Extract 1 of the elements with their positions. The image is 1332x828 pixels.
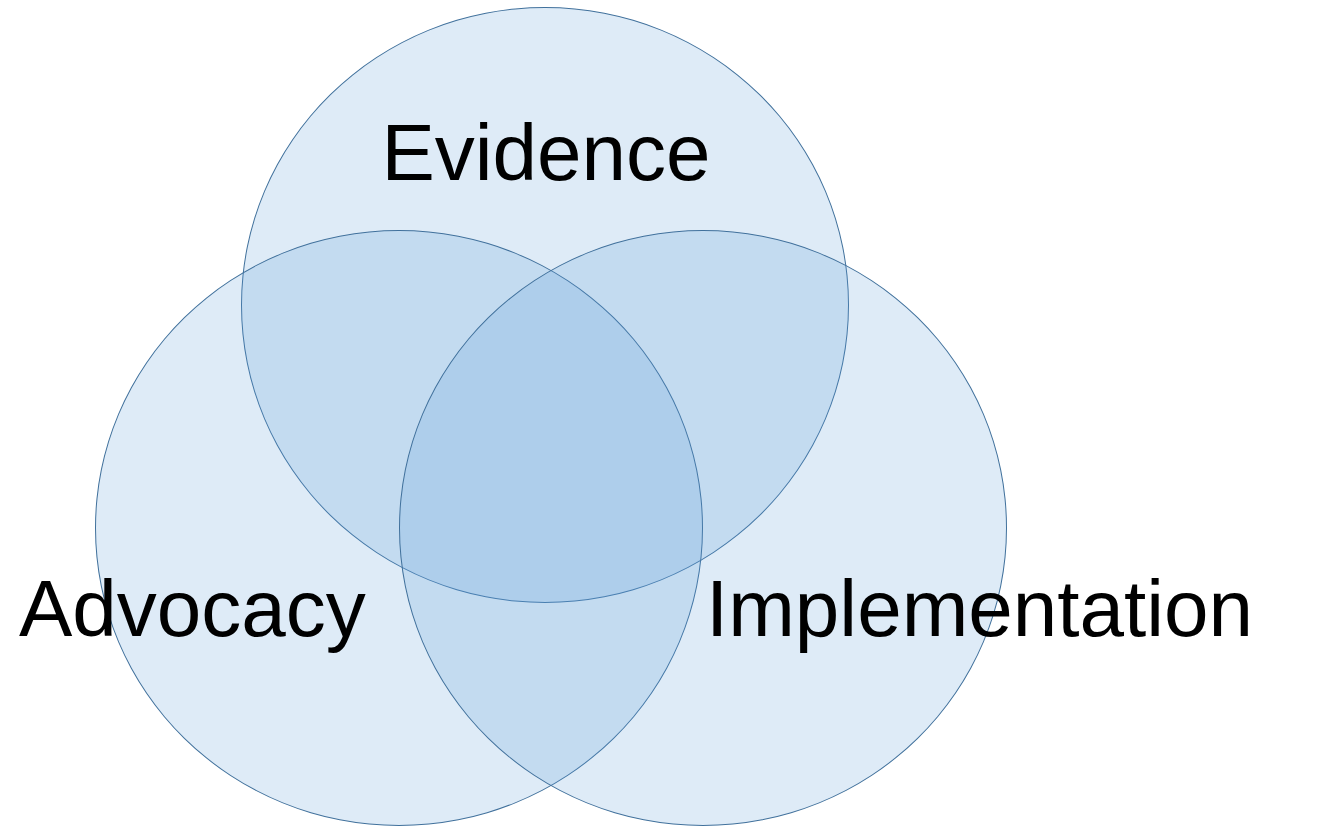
circle-label: Evidence [381,113,711,193]
